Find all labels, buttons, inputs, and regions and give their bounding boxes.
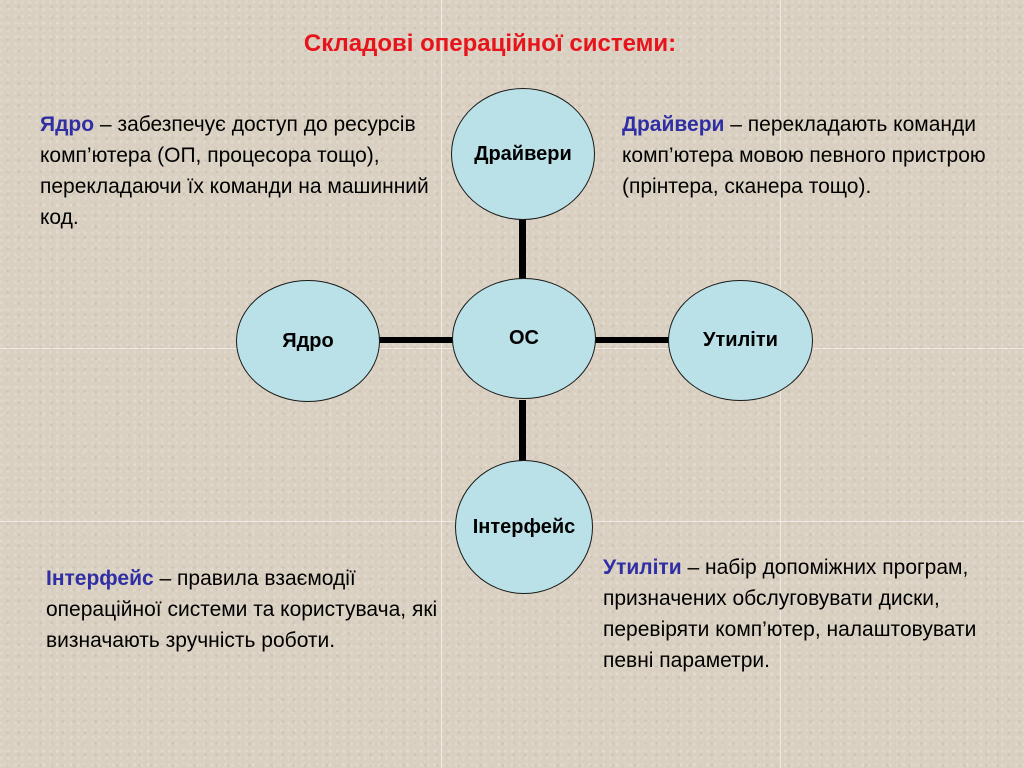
background-seam — [441, 0, 442, 768]
node-label: ОС — [509, 327, 539, 349]
kernel-definition: – забезпечує доступ до ресурсів комп’юте… — [40, 113, 429, 229]
drivers-description: Драйвери – перекладають команди комп’юте… — [622, 109, 992, 202]
utilities-description: Утиліти – набір допоміжних програм, приз… — [603, 552, 1003, 676]
node-label: Інтерфейс — [472, 515, 576, 538]
interface-term: Інтерфейс — [46, 567, 154, 590]
connector-bottom — [519, 400, 526, 465]
slide-title: Складові операційної системи: — [303, 30, 677, 57]
interface-description: Інтерфейс – правила взаємодії операційно… — [46, 563, 441, 656]
utilities-term: Утиліти — [603, 556, 682, 579]
interface-definition: – правила взаємодії операційної системи … — [46, 567, 438, 652]
node-interface: Інтерфейс — [455, 460, 593, 594]
node-os-center: ОС — [452, 278, 596, 399]
node-kernel: Ядро — [236, 280, 380, 402]
drivers-term: Драйвери — [622, 113, 725, 136]
node-label: Драйвери — [474, 142, 572, 165]
node-label: Утиліти — [703, 329, 778, 351]
connector-left — [378, 337, 454, 343]
node-label: Ядро — [282, 329, 334, 352]
node-utilities: Утиліти — [668, 280, 813, 401]
drivers-definition: – перекладають команди комп’ютера мовою … — [622, 113, 986, 198]
connector-top — [519, 215, 526, 280]
node-drivers: Драйвери — [451, 88, 595, 220]
kernel-term: Ядро — [40, 113, 95, 136]
connector-right — [595, 337, 671, 343]
utilities-definition: – набір допоміжних програм, призначених … — [603, 556, 977, 672]
kernel-description: Ядро – забезпечує доступ до ресурсів ком… — [40, 109, 435, 233]
